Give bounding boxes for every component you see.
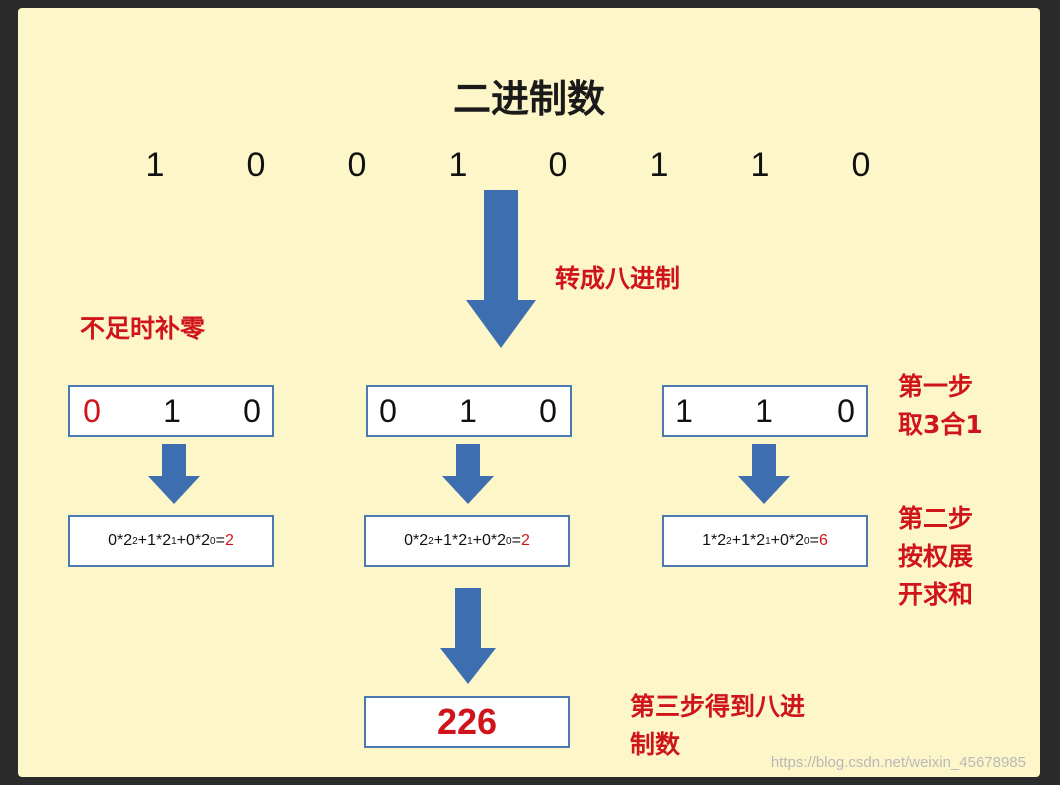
octal-result: 226 xyxy=(436,701,498,742)
group-digit: 1 xyxy=(675,393,693,429)
watermark: https://blog.csdn.net/weixin_45678985 xyxy=(770,754,1026,771)
page-title: 二进制数 xyxy=(452,77,605,121)
binary-digit: 0 xyxy=(548,146,568,184)
group-digit: 1 xyxy=(163,393,181,429)
binary-digit: 1 xyxy=(145,146,165,184)
step2-line2: 按权展 xyxy=(898,542,974,571)
group-digit: 0 xyxy=(243,393,261,429)
down-arrow-icon xyxy=(148,444,200,504)
convert-label: 转成八进制 xyxy=(555,264,681,293)
step1-label: 第一步 取3合1 xyxy=(898,368,983,444)
formula-result: 2 xyxy=(224,532,234,549)
binary-digit: 0 xyxy=(347,146,367,184)
binary-digit: 1 xyxy=(649,146,669,184)
group-digit: 1 xyxy=(459,393,477,429)
group-digit: 0 xyxy=(379,393,397,429)
down-arrow-icon xyxy=(442,444,494,504)
group-digit: 0 xyxy=(539,393,557,429)
step2-label: 第二步 按权展 开求和 xyxy=(898,500,973,614)
down-arrow-icon xyxy=(738,444,790,504)
step1-line1: 第一步 xyxy=(898,372,974,401)
group-box-1: 0 1 0 xyxy=(68,385,274,437)
binary-digit: 0 xyxy=(246,146,266,184)
group-digit: 0 xyxy=(837,393,855,429)
pad-zero-label: 不足时补零 xyxy=(80,314,206,343)
slide: 二进制数 1 0 0 1 0 1 1 0 转成八进制 不足时补零 第一步 取3合… xyxy=(18,8,1040,777)
octal-result-box: 226 xyxy=(364,696,570,748)
step1-line2: 取3合1 xyxy=(898,410,983,439)
binary-digit: 1 xyxy=(448,146,468,184)
binary-digit: 0 xyxy=(851,146,871,184)
group-box-3: 1 1 0 xyxy=(662,385,868,437)
step2-line1: 第二步 xyxy=(898,504,974,533)
convert-arrow-icon xyxy=(466,190,536,348)
group-box-2: 0 1 0 xyxy=(366,385,572,437)
step3-line2: 制数 xyxy=(630,730,681,759)
binary-digit: 1 xyxy=(750,146,770,184)
result-arrow-icon xyxy=(440,588,496,684)
formula-result: 6 xyxy=(818,532,828,549)
step3-line1: 第三步得到八进 xyxy=(630,692,806,721)
group-digit: 1 xyxy=(755,393,773,429)
step3-label: 第三步得到八进 制数 xyxy=(630,688,805,764)
group-digit-padded: 0 xyxy=(83,393,101,429)
formula-result: 2 xyxy=(520,532,530,549)
step2-line3: 开求和 xyxy=(898,580,974,609)
